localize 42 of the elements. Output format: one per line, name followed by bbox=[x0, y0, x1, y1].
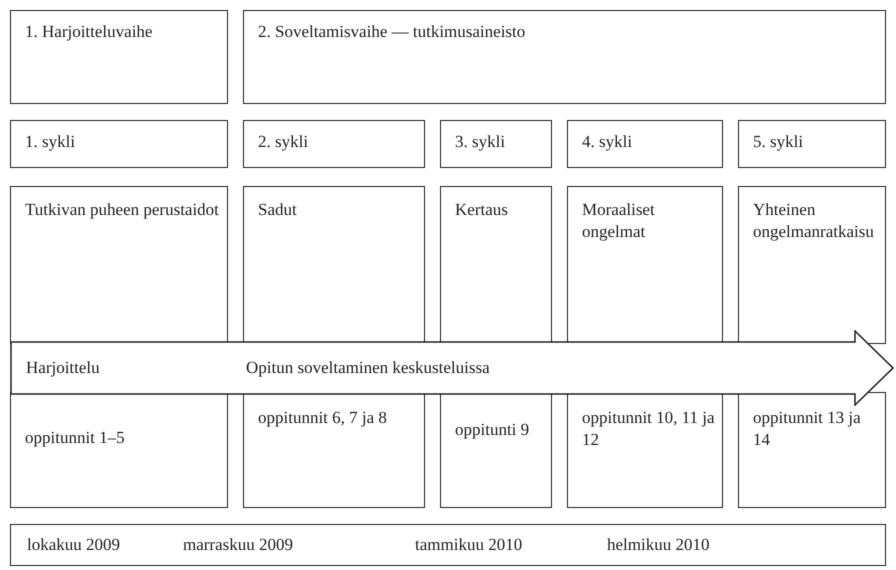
lesson-text: oppitunnit 10, 11 ja 12 bbox=[582, 407, 716, 452]
phase-title: 2. Soveltamisvaihe — tutkimusaineisto bbox=[258, 21, 526, 43]
phase-box bbox=[10, 10, 228, 104]
topic-text: Sadut bbox=[258, 199, 298, 221]
phase-title: 1. Harjoitteluvaihe bbox=[25, 21, 154, 43]
topic-box bbox=[738, 186, 886, 344]
lesson-box bbox=[440, 392, 552, 508]
lesson-text: oppitunnit 6, 7 ja 8 bbox=[258, 407, 388, 429]
cycle-title: 3. sykli bbox=[455, 131, 506, 153]
topic-text: Tutkivan puheen perustaidot bbox=[25, 199, 220, 221]
arrow-text: Harjoittelu bbox=[26, 357, 100, 379]
phase-box bbox=[243, 10, 886, 104]
lesson-box bbox=[567, 392, 723, 508]
topic-text: Yhteinen ongelmanratkaisu bbox=[753, 199, 875, 244]
topic-text: Moraaliset ongelmat bbox=[582, 199, 656, 244]
lesson-text: oppitunnit 13 ja 14 bbox=[753, 407, 862, 452]
cycle-header-box bbox=[10, 120, 228, 168]
arrow-text: Opitun soveltaminen keskusteluissa bbox=[246, 357, 490, 379]
month-label: tammikuu 2010 bbox=[415, 534, 522, 556]
cycle-title: 1. sykli bbox=[25, 131, 76, 153]
cycle-header-box bbox=[243, 120, 425, 168]
lesson-text: oppitunnit 1–5 bbox=[25, 427, 126, 449]
cycle-header-box bbox=[738, 120, 886, 168]
timeline-box bbox=[10, 524, 886, 566]
cycle-header-box bbox=[440, 120, 552, 168]
topic-box bbox=[10, 186, 228, 344]
arrow-band bbox=[10, 330, 894, 406]
cycle-header-box bbox=[567, 120, 723, 168]
lesson-text: oppitunti 9 bbox=[455, 419, 530, 441]
topic-box bbox=[243, 186, 425, 344]
topic-box bbox=[567, 186, 723, 344]
cycle-title: 4. sykli bbox=[582, 131, 634, 153]
lesson-box bbox=[738, 392, 886, 508]
month-label: marraskuu 2009 bbox=[183, 534, 294, 556]
month-label: lokakuu 2009 bbox=[27, 534, 120, 556]
cycle-title: 5. sykli bbox=[753, 131, 804, 153]
cycle-title: 2. sykli bbox=[258, 131, 310, 153]
lesson-box bbox=[10, 392, 228, 508]
topic-box bbox=[440, 186, 552, 344]
month-label: helmikuu 2010 bbox=[607, 534, 710, 556]
lesson-box bbox=[243, 392, 425, 508]
topic-text: Kertaus bbox=[455, 199, 509, 221]
